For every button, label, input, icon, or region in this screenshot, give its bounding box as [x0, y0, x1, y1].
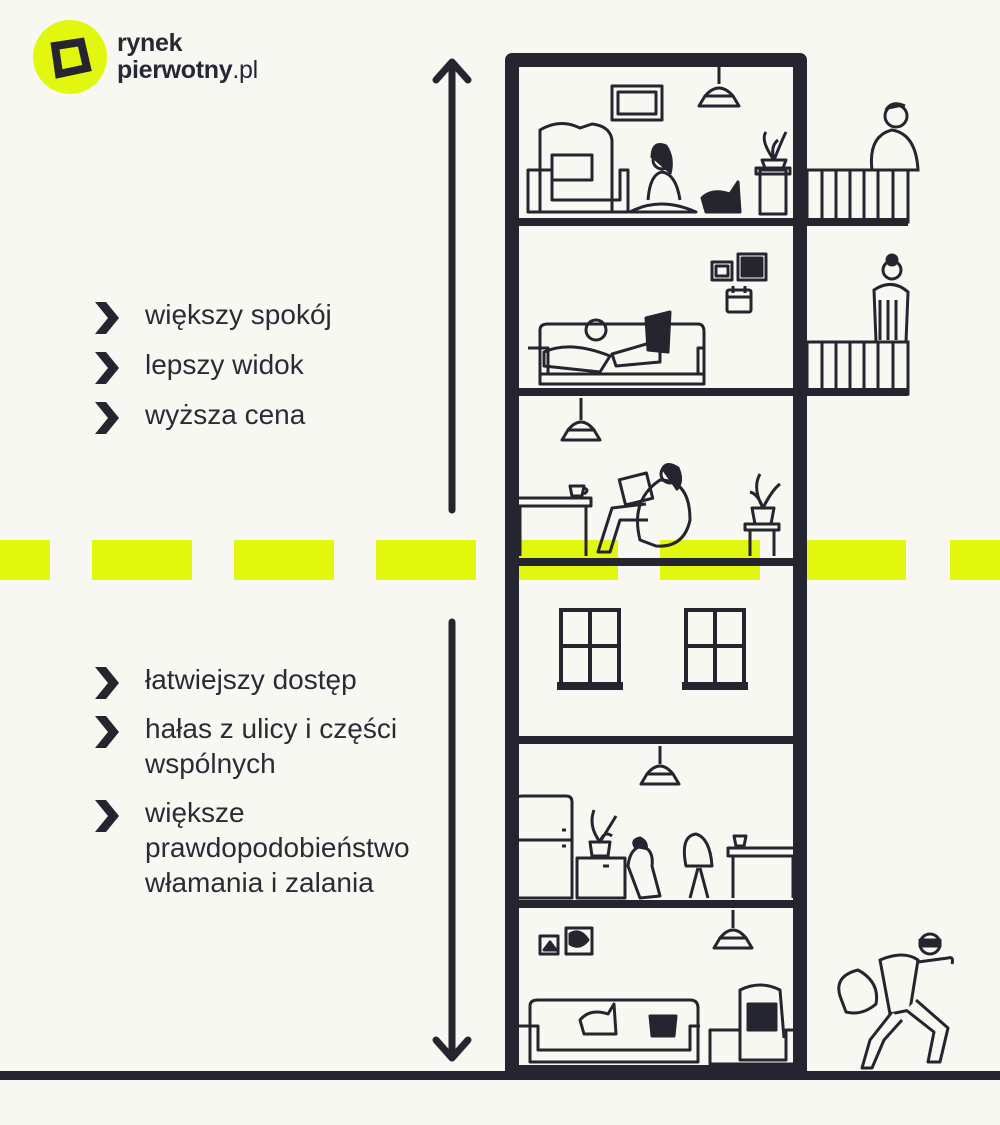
picture-frame-small-icon	[710, 260, 734, 282]
ceiling-lamp-icon	[639, 746, 681, 786]
chevron-right-icon	[95, 402, 119, 434]
burglar-icon	[837, 932, 954, 1070]
list-item: hałas z ulicy i części wspólnych	[92, 711, 445, 781]
picture-frame-icon	[736, 252, 768, 282]
fifth-floor-room	[514, 746, 800, 900]
chevron-right-icon	[95, 716, 119, 748]
logo-mark-icon	[33, 20, 107, 94]
list-item: większy spokój	[92, 297, 332, 347]
ceiling-lamp-icon	[560, 398, 602, 442]
person-standing-icon	[872, 253, 910, 344]
list-item: łatwiejszy dostęp	[92, 662, 445, 699]
balcony-second	[805, 340, 910, 396]
chair-icon	[682, 832, 714, 899]
list-item-label: łatwiejszy dostęp	[145, 664, 357, 695]
cat-icon	[700, 180, 742, 214]
top-floor-room	[526, 66, 792, 216]
logo-name: pierwotny	[117, 56, 233, 84]
sofa-icon	[528, 322, 706, 386]
armchair-icon	[526, 122, 630, 214]
picture-frame-icon	[610, 84, 664, 122]
chevron-right-icon	[95, 352, 119, 384]
sofa-icon	[518, 998, 700, 1064]
chevron-right-icon	[95, 800, 119, 832]
ceiling-lamp-icon	[712, 910, 754, 950]
reading-person-icon	[542, 310, 672, 374]
table-with-cup-icon	[726, 834, 800, 898]
calendar-icon	[725, 286, 753, 314]
window-left-icon	[557, 608, 623, 690]
lower-arrow-icon	[432, 618, 472, 1062]
brand-logo[interactable]: rynek pierwotny.pl	[33, 20, 258, 94]
lower-floors-features-list: łatwiejszy dostęp hałas z ulicy i części…	[92, 662, 485, 914]
second-floor-room	[528, 252, 768, 386]
cabinet-plant-icon	[575, 809, 627, 900]
third-floor-room	[513, 398, 781, 556]
person-on-balcony-icon	[869, 102, 920, 172]
ground-floor-room	[518, 910, 798, 1066]
side-table-plant-icon	[743, 473, 781, 556]
desk-icon	[513, 496, 593, 556]
plant-stand-icon	[754, 131, 792, 216]
upper-floors-advantages-list: większy spokój lepszy widok wyższa cena	[92, 297, 332, 447]
ground-line	[0, 1071, 1000, 1080]
armchair-icon	[708, 983, 798, 1066]
logo-domain: .pl	[232, 56, 258, 84]
egg-chair-woman-icon	[596, 463, 692, 554]
meditating-woman-icon	[628, 143, 698, 214]
upper-arrow-icon	[432, 58, 472, 514]
picture-frame-icon	[564, 926, 594, 956]
list-item-label: lepszy widok	[145, 349, 304, 380]
chevron-right-icon	[95, 302, 119, 334]
list-item-label: większe prawdopodobieństwo włamania i za…	[145, 797, 410, 898]
list-item-label: wyższa cena	[145, 399, 306, 430]
list-item: lepszy widok	[92, 347, 332, 397]
ceiling-lamp-icon	[697, 66, 741, 108]
fridge-icon	[514, 794, 574, 900]
balcony-top	[805, 168, 910, 224]
logo-line1: rynek	[117, 29, 183, 57]
cat-icon	[578, 1002, 618, 1036]
logo-line2: pierwotny.pl	[117, 57, 258, 84]
list-item-label: większy spokój	[145, 299, 332, 330]
coffee-cup-icon	[568, 484, 589, 498]
fourth-floor-windows	[557, 608, 748, 690]
window-right-icon	[682, 608, 748, 690]
picture-frame-small-icon	[538, 934, 560, 956]
logo-wordmark: rynek pierwotny.pl	[117, 30, 258, 84]
floor-divider-dashed-line	[0, 540, 1000, 580]
dog-icon	[626, 836, 662, 900]
list-item: wyższa cena	[92, 397, 332, 447]
list-item-label: hałas z ulicy i części wspólnych	[145, 713, 398, 779]
list-item: większe prawdopodobieństwo włamania i za…	[92, 795, 485, 900]
chevron-right-icon	[95, 667, 119, 699]
